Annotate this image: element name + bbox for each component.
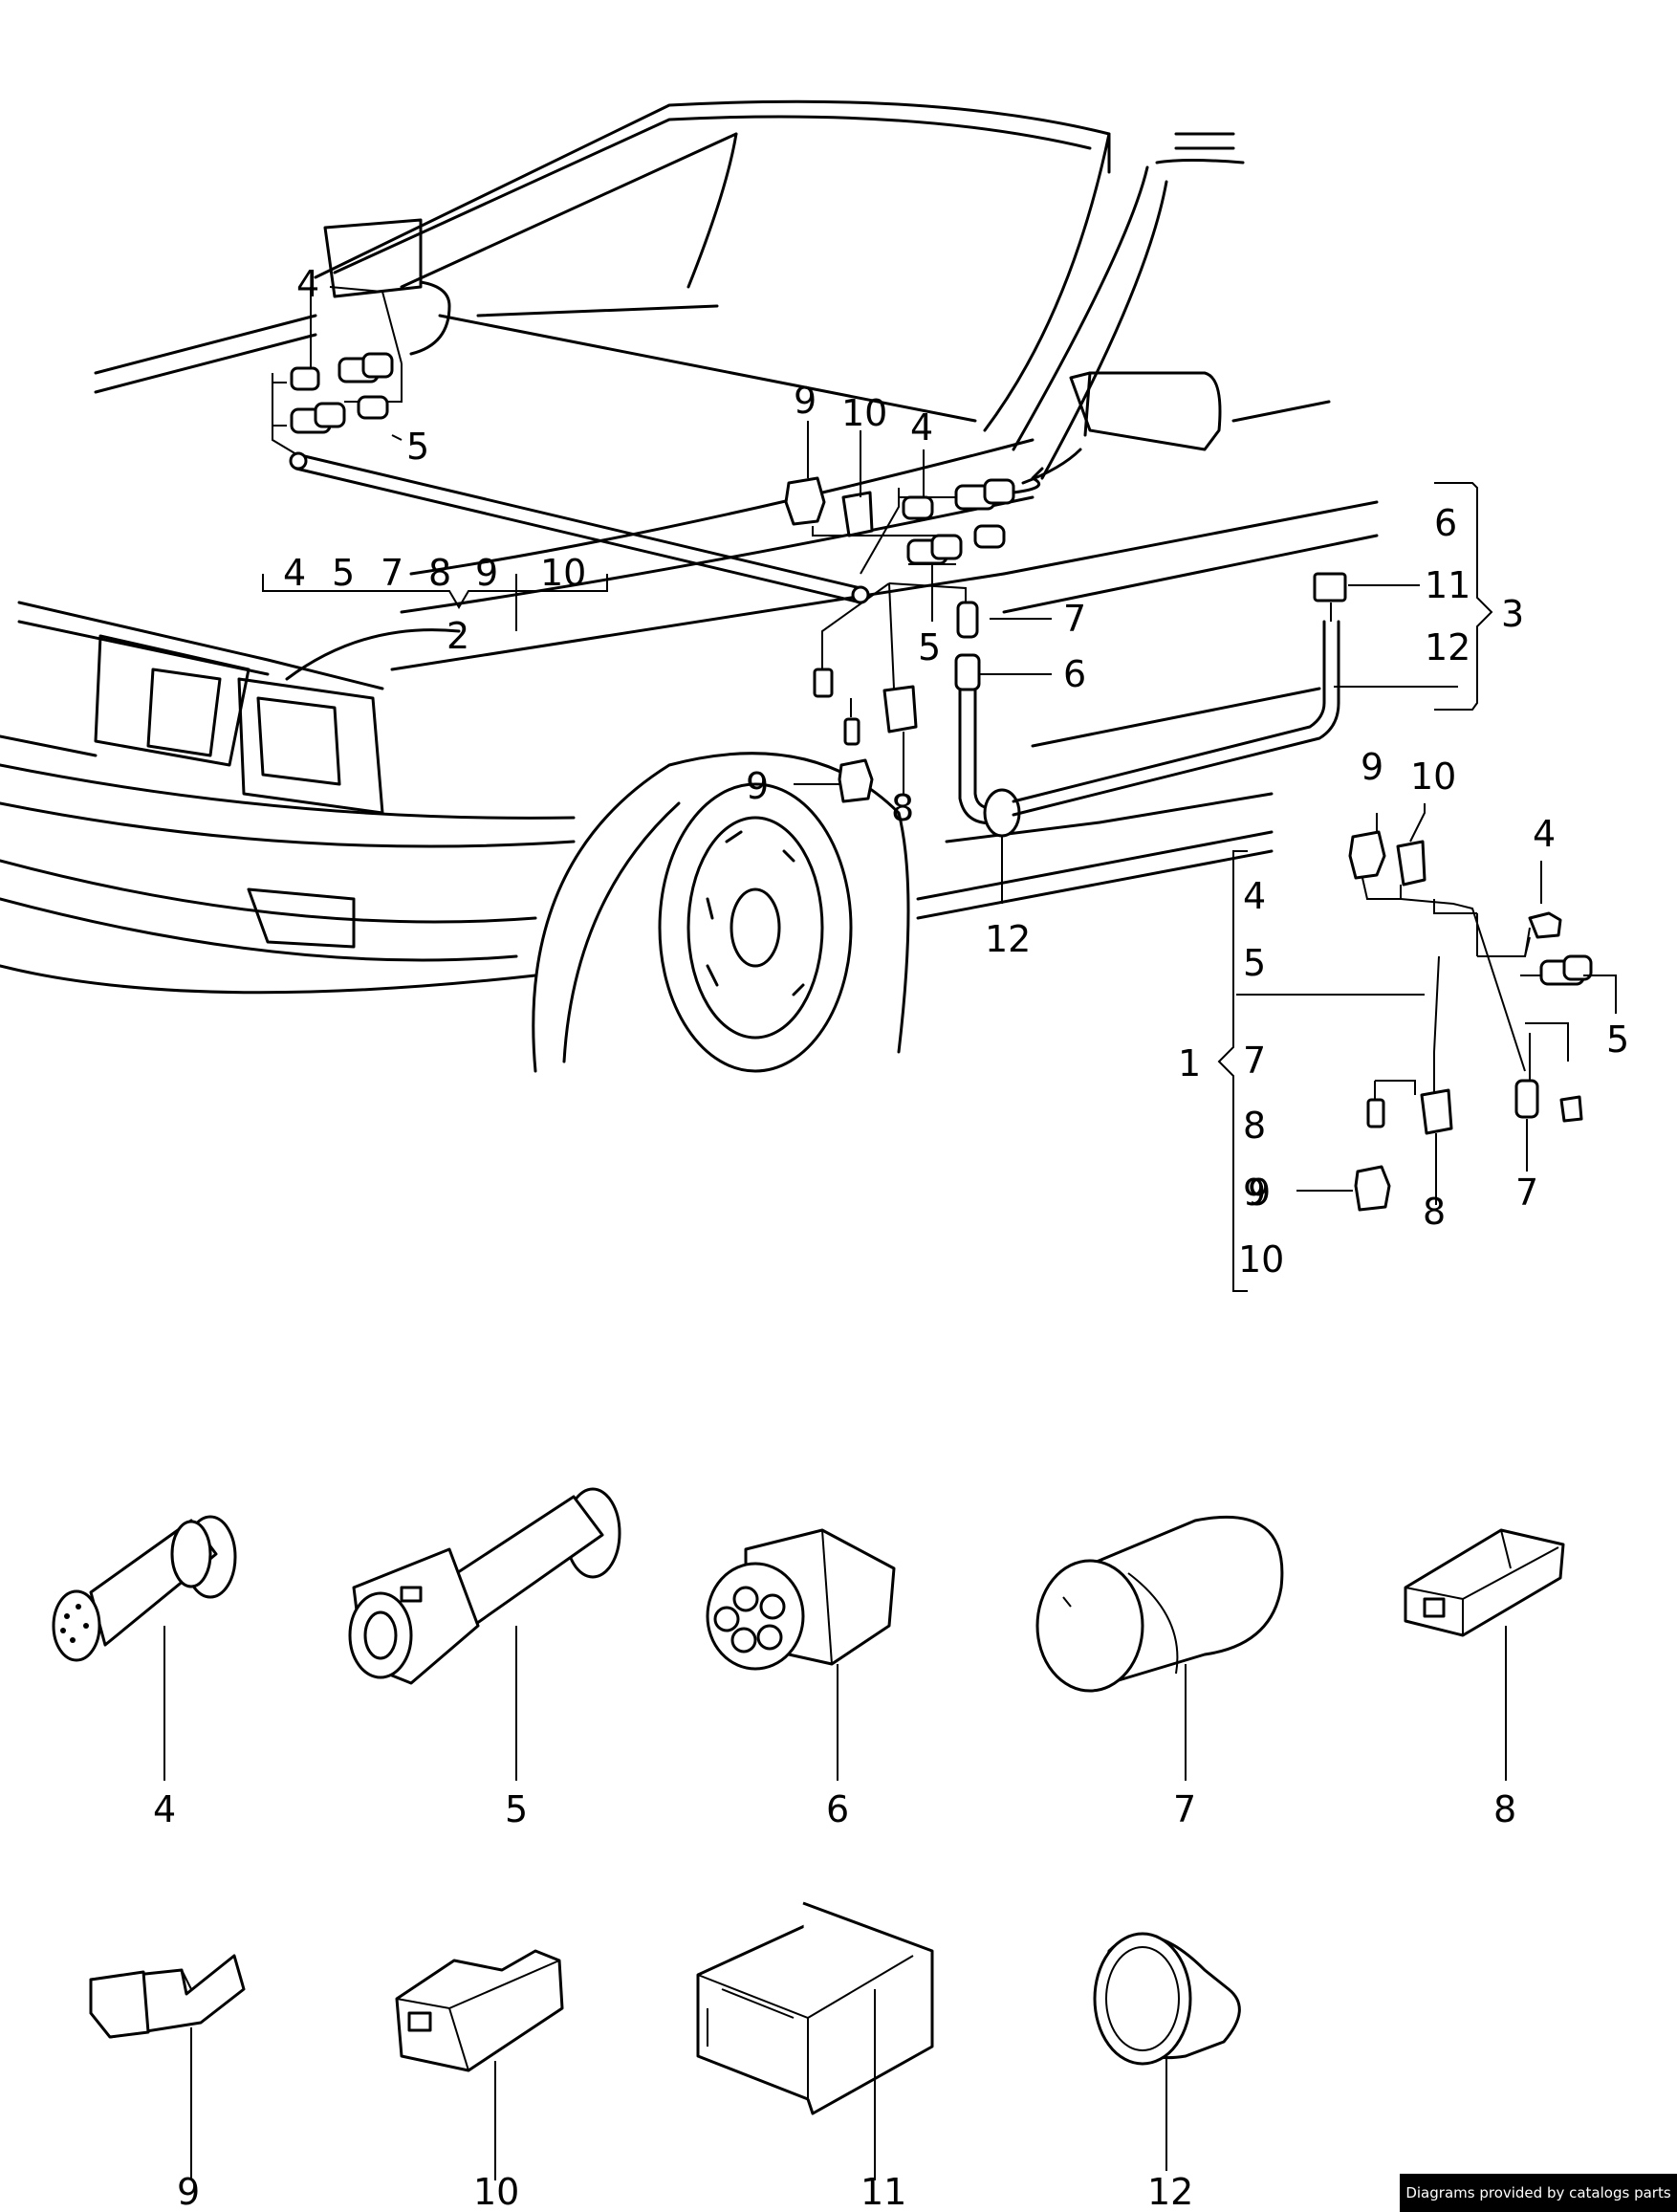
group-2-item-5: 5 [332, 552, 355, 594]
group-1-total: 1 [1178, 1042, 1201, 1084]
part-label-12: 12 [1147, 2171, 1193, 2212]
label-8-mid: 8 [891, 787, 914, 829]
group-1-item-5: 5 [1243, 942, 1266, 984]
label-9-top: 9 [794, 380, 817, 422]
group-3-item-6: 6 [1434, 502, 1457, 544]
connector-8-inset-icon [1420, 1088, 1453, 1135]
part-11-connector-block-icon: 11 [696, 1901, 934, 2212]
label-4-top: 4 [910, 406, 933, 449]
label-11: 11 [1425, 564, 1470, 606]
group-2-total: 2 [446, 615, 469, 657]
inset-label-4: 4 [1533, 813, 1556, 855]
group-1-item-10: 10 [1238, 1238, 1284, 1281]
label-10-top: 10 [841, 392, 887, 434]
part-8-connector-icon: 8 [1404, 1528, 1565, 1830]
connector-7-inset-icon [1514, 1079, 1539, 1119]
group-2-item-9: 9 [475, 552, 498, 594]
group-1-item-4: 4 [1243, 875, 1266, 917]
group-2-item-4: 4 [283, 552, 306, 594]
connector-9-top-icon [784, 476, 826, 526]
group-3-item-12: 12 [1425, 626, 1470, 668]
label-12-mid: 12 [985, 918, 1031, 960]
part-12-grommet-icon: 12 [1093, 1932, 1241, 2212]
inset-wiring-group-1: 9 10 4 5 7 8 9 4 5 7 8 9 10 1 [1178, 746, 1629, 1292]
harness-end-left [289, 451, 308, 471]
connector-10-top-icon [841, 491, 874, 537]
label-4-mirror: 4 [296, 263, 319, 305]
inset-label-8: 8 [1423, 1191, 1446, 1233]
part-label-9: 9 [177, 2171, 200, 2212]
part-label-10: 10 [473, 2171, 519, 2212]
connector-4-inset-icon [1528, 911, 1562, 939]
part-6-connector-icon: 6 [706, 1528, 896, 1830]
group-2-item-8: 8 [428, 552, 451, 594]
label-5-mirror: 5 [406, 426, 429, 468]
connector-11-icon [1313, 572, 1347, 602]
connector-6-mid-icon [954, 653, 981, 691]
connector-4-top-icon [902, 478, 1015, 565]
part-label-11: 11 [860, 2171, 906, 2212]
inset-label-9: 9 [1361, 746, 1383, 788]
part-7-bulb-icon: 7 [1035, 1515, 1284, 1830]
part-5-connector-icon: 5 [348, 1487, 621, 1830]
part-label-5: 5 [505, 1788, 528, 1830]
connector-5-inset-icon [1539, 954, 1593, 986]
part-4-connector-icon: 4 [52, 1515, 237, 1830]
car-body-illustration [0, 99, 1379, 1073]
connector-8-mid-icon [882, 685, 918, 734]
inset-label-5: 5 [1606, 1018, 1629, 1061]
inset-label-7: 7 [1515, 1172, 1538, 1214]
terminal-inset-icon [1366, 1080, 1583, 1128]
group-3-total: 3 [1501, 593, 1524, 635]
label-6-mid: 6 [1063, 653, 1086, 695]
part-label-7: 7 [1173, 1788, 1196, 1830]
part-label-8: 8 [1493, 1788, 1516, 1830]
grommet-12-mid-icon [983, 788, 1021, 838]
group-2-item-10: 10 [540, 552, 586, 594]
leader-lines-main [262, 286, 1493, 904]
connector-10-inset-icon [1396, 840, 1427, 887]
connector-7-mid-icon [956, 601, 979, 639]
part-9-connector-icon: 9 [89, 1954, 246, 2212]
wiring-harness-main [272, 280, 1347, 838]
label-9-mid: 9 [746, 765, 769, 807]
group-1-item-8: 8 [1243, 1105, 1266, 1147]
group-2-item-7: 7 [381, 552, 403, 594]
harness-end-right [851, 585, 870, 604]
connector-9-inset-icon [1348, 830, 1386, 880]
inset-label-10: 10 [1410, 756, 1456, 798]
connector-9-mid-icon [838, 758, 874, 803]
label-7-mid: 7 [1063, 598, 1086, 640]
connector-9-inset-side-icon [1354, 1165, 1391, 1212]
group-1-item-7: 7 [1243, 1040, 1266, 1082]
inset-label-9-side: 9 [1248, 1172, 1271, 1214]
connector-4-mirror-icon [290, 352, 394, 434]
part-label-4: 4 [153, 1788, 176, 1830]
credit-banner: Diagrams provided by catalogs parts [1400, 2174, 1677, 2212]
part-10-connector-icon: 10 [395, 1949, 564, 2212]
terminal-mid-icon [813, 660, 860, 746]
group-1-item-9: 9 [1243, 1172, 1266, 1214]
label-5-mid: 5 [918, 626, 941, 668]
part-label-6: 6 [826, 1788, 849, 1830]
labels-main: 4 5 9 10 4 4 5 7 8 9 10 2 5 7 6 9 8 12 1… [283, 263, 1524, 960]
